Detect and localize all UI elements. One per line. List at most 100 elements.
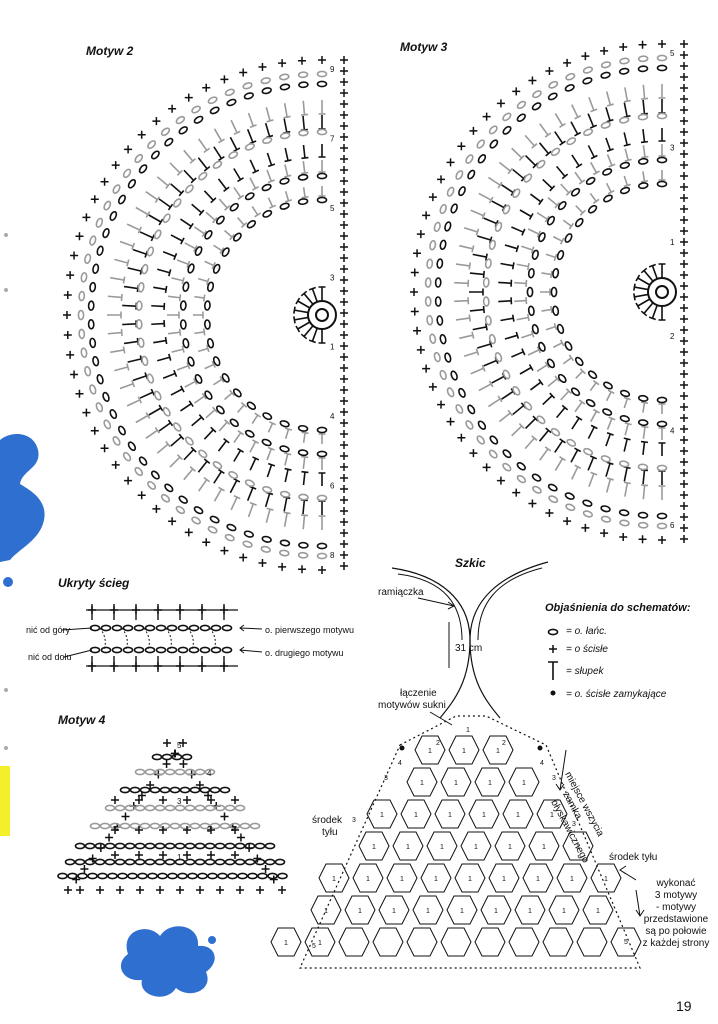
- chain-stitch: [656, 112, 668, 120]
- cell-number: 1: [366, 876, 370, 883]
- hexagon-cell: [468, 799, 500, 829]
- double-crochet: [293, 316, 309, 324]
- chain-stitch: [476, 139, 486, 149]
- double-crochet: [498, 161, 514, 175]
- chain-stitch: [144, 624, 156, 632]
- chain-stitch: [556, 323, 565, 335]
- chain-stitch: [179, 822, 191, 830]
- double-crochet: [180, 218, 194, 230]
- hexagon-cell: [358, 831, 390, 861]
- chain-stitch: [221, 373, 230, 383]
- chain-stitch: [135, 318, 143, 330]
- hexagon-cell: [304, 927, 336, 957]
- double-crochet: [487, 395, 503, 408]
- cell-number: 5: [312, 943, 316, 950]
- cell-number: 1: [516, 812, 520, 819]
- chain-stitch: [187, 356, 195, 367]
- chain-stitch: [526, 286, 534, 298]
- single-crochet: [340, 364, 348, 372]
- chain-stitch: [564, 341, 573, 351]
- chain-stitch: [124, 804, 136, 812]
- double-crochet: [500, 262, 515, 270]
- chain-stitch: [516, 462, 526, 471]
- double-crochet: [157, 353, 172, 362]
- cell-number: 1: [508, 844, 512, 851]
- single-crochet: [600, 46, 609, 55]
- cell-number: 2: [502, 740, 506, 747]
- single-crochet: [680, 249, 688, 257]
- double-crochet: [606, 416, 616, 430]
- double-crochet: [308, 327, 318, 344]
- chain-stitch: [194, 842, 206, 850]
- cell-number: 1: [434, 876, 438, 883]
- chain-stitch: [619, 186, 631, 195]
- cell-number: 3: [572, 821, 576, 828]
- chain-stitch: [619, 519, 630, 527]
- chain-stitch: [570, 387, 581, 397]
- hexagon-cell: [400, 799, 432, 829]
- chain-stitch: [109, 210, 118, 221]
- chain-stitch: [226, 98, 237, 107]
- hexagon-cell: [338, 927, 370, 957]
- chain-stitch: [153, 390, 162, 401]
- hexagon-cell: [406, 927, 438, 957]
- chain-stitch: [226, 523, 237, 532]
- hexagon-cell: [448, 735, 480, 765]
- chain-stitch: [89, 337, 97, 349]
- legend-title: Objaśnienia do schematów:: [545, 602, 691, 614]
- single-crochet: [680, 502, 688, 510]
- chain-stitch: [446, 387, 455, 398]
- chain-stitch: [150, 150, 160, 160]
- single-crochet: [318, 566, 326, 574]
- chain-stitch: [316, 196, 328, 204]
- chain-stitch: [262, 209, 273, 218]
- double-crochet: [487, 176, 503, 189]
- double-crochet: [193, 392, 207, 404]
- single-crochet: [261, 865, 270, 873]
- chain-stitch: [84, 366, 92, 377]
- chain-stitch: [426, 314, 434, 326]
- chain-stitch: [97, 872, 108, 880]
- chain-stitch: [527, 305, 535, 317]
- single-crochet: [428, 193, 437, 202]
- double-crochet: [574, 171, 586, 185]
- chain-stitch: [184, 842, 196, 850]
- chain-stitch: [206, 338, 215, 349]
- hexagon-cell: [536, 799, 568, 829]
- double-crochet: [266, 169, 275, 184]
- note-line: z każdej strony: [642, 938, 710, 949]
- chain-stitch: [244, 143, 255, 151]
- chain-stitch: [455, 404, 464, 414]
- double-crochet: [500, 314, 515, 322]
- single-crochet: [680, 315, 688, 323]
- chain-stitch: [224, 858, 236, 866]
- single-crochet: [340, 122, 348, 130]
- single-crochet: [111, 161, 120, 170]
- double-crochet: [511, 147, 525, 162]
- legend-slip: = o. ścisłe zamykające: [566, 689, 667, 700]
- chain-stitch: [114, 804, 126, 812]
- double-crochet: [547, 375, 561, 387]
- double-crochet: [623, 87, 631, 103]
- chain-stitch: [656, 64, 668, 72]
- chain-stitch: [96, 374, 104, 385]
- hexagon-cell: [474, 927, 506, 957]
- double-crochet: [519, 209, 534, 220]
- chain-stitch: [169, 822, 181, 830]
- single-crochet: [413, 249, 422, 258]
- chain-stitch: [298, 493, 309, 501]
- double-crochet: [265, 507, 274, 523]
- chain-stitch: [582, 77, 593, 85]
- single-crochet: [638, 40, 647, 49]
- single-crochet: [680, 359, 688, 367]
- chain-stitch: [114, 842, 126, 850]
- single-crochet: [63, 311, 71, 319]
- chain-stitch: [532, 90, 542, 99]
- single-crochet: [482, 463, 491, 472]
- single-crochet: [111, 851, 119, 859]
- single-crochet: [512, 87, 521, 96]
- chain-stitch: [242, 82, 253, 90]
- hexagon-cell: [556, 863, 588, 893]
- double-crochet: [552, 235, 565, 245]
